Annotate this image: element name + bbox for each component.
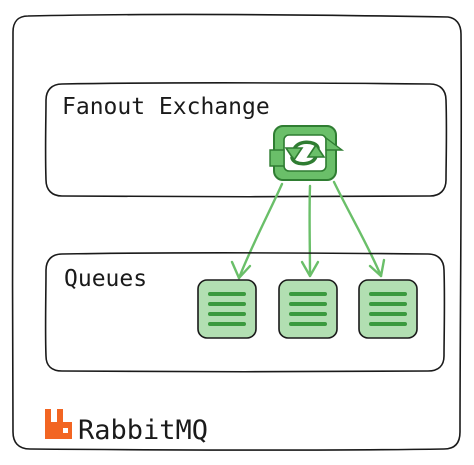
brand-name: RabbitMQ (78, 415, 208, 446)
outer-container (11, 13, 463, 451)
arrow-to-queue-1 (230, 182, 284, 280)
exchange-box: Fanout Exchange (44, 82, 448, 198)
refresh-cycle-icon (269, 125, 345, 181)
queue-icon-2 (278, 279, 338, 339)
queues-label: Queues (64, 266, 147, 292)
fanout-arrows (230, 180, 386, 280)
queue-icon-1 (197, 279, 257, 339)
rabbitmq-logo-icon (45, 409, 72, 439)
exchange-label: Fanout Exchange (62, 94, 270, 120)
queue-icon-3 (358, 279, 418, 339)
queues-box: Queues (44, 252, 446, 373)
arrow-to-queue-3 (332, 180, 386, 278)
arrow-to-queue-2 (300, 184, 320, 278)
